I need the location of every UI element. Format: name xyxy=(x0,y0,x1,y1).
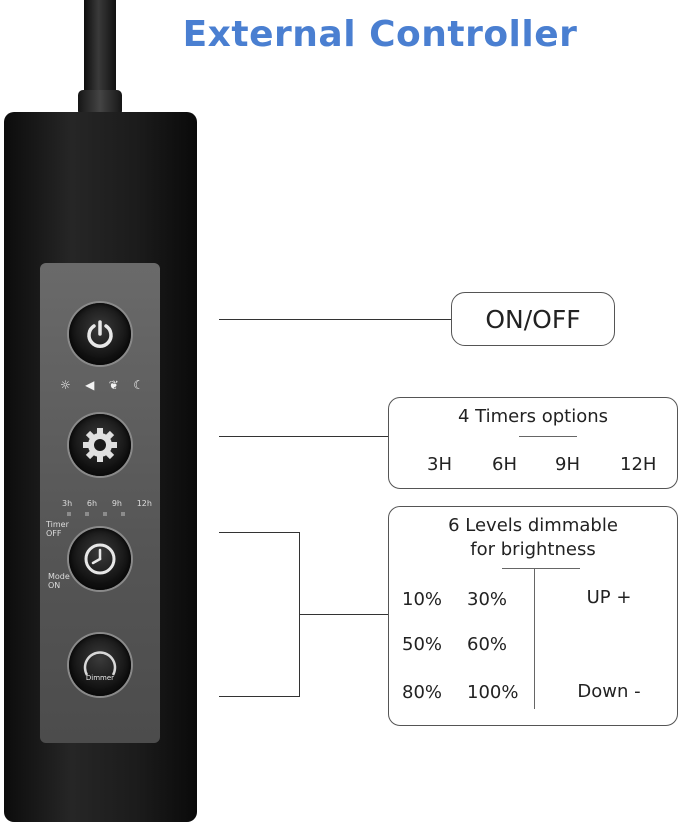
timer-off-label: Timer OFF xyxy=(46,520,69,538)
timer-option: 3H xyxy=(427,454,452,475)
brightness-level: 10% xyxy=(402,589,443,610)
gear-icon xyxy=(69,414,131,476)
mode-icons-row: ☼ ◀ ❦ ☾ xyxy=(60,378,144,392)
connector-line-dimmer-bottom xyxy=(219,696,299,697)
brightness-up-label: UP + xyxy=(586,587,632,608)
timer-leds xyxy=(67,512,125,516)
timers-title: 4 Timers options xyxy=(457,406,609,427)
led-indicator xyxy=(103,512,107,516)
brightness-level: 50% xyxy=(402,634,443,655)
clock-icon xyxy=(69,528,131,590)
timer-hour: 6h xyxy=(86,499,98,508)
connector-line-dimmer xyxy=(299,614,388,615)
mode-on-label: Mode ON xyxy=(48,572,70,590)
sun-icon: ☼ xyxy=(60,378,71,392)
timer-option: 6H xyxy=(492,454,517,475)
connector-line-dimmer-top xyxy=(219,532,299,533)
timer-hour: 9h xyxy=(111,499,122,508)
power-icon xyxy=(69,303,131,365)
timer-option: 12H xyxy=(620,454,657,475)
onoff-callout: ON/OFF xyxy=(451,292,615,346)
connector-line-timers xyxy=(219,436,388,437)
mode-button[interactable] xyxy=(69,414,131,476)
leaf-icon: ◀ xyxy=(85,378,95,392)
brightness-level: 60% xyxy=(467,634,508,655)
power-button[interactable] xyxy=(69,303,131,365)
power-cable xyxy=(84,0,116,96)
onoff-label: ON/OFF xyxy=(485,304,581,334)
dimmable-title-line1: 6 Levels dimmable xyxy=(448,515,618,536)
dimmer-label: Dimmer xyxy=(86,674,114,682)
led-indicator xyxy=(67,512,71,516)
dimmable-title-line2: for brightness xyxy=(470,539,596,560)
cable-collar xyxy=(78,90,122,116)
led-indicator xyxy=(121,512,125,516)
connector-line-onoff xyxy=(219,319,451,320)
timer-hour: 12h xyxy=(136,499,152,508)
timer-button[interactable] xyxy=(69,528,131,590)
timer-hour: 3h xyxy=(62,499,73,508)
timer-hours-row: 3h 6h 9h 12h xyxy=(62,499,152,508)
page-title: External Controller xyxy=(182,14,578,55)
timers-callout: 4 Timers options 3H 6H 9H 12H xyxy=(388,397,678,489)
brightness-level: 30% xyxy=(467,589,508,610)
moon-icon: ☾ xyxy=(133,378,144,392)
led-indicator xyxy=(85,512,89,516)
timers-divider xyxy=(519,436,577,437)
flower-icon: ❦ xyxy=(108,378,119,392)
dimmer-button[interactable]: Dimmer xyxy=(69,634,131,696)
dimmable-divider xyxy=(502,568,580,569)
dimmable-vertical-divider xyxy=(534,569,535,709)
brightness-level: 100% xyxy=(467,682,519,703)
timer-option: 9H xyxy=(555,454,580,475)
dimmer-icon: Dimmer xyxy=(69,634,131,696)
brightness-down-label: Down - xyxy=(577,681,641,702)
dimmable-callout: 6 Levels dimmable for brightness 10% 30%… xyxy=(388,506,678,726)
brightness-level: 80% xyxy=(402,682,443,703)
